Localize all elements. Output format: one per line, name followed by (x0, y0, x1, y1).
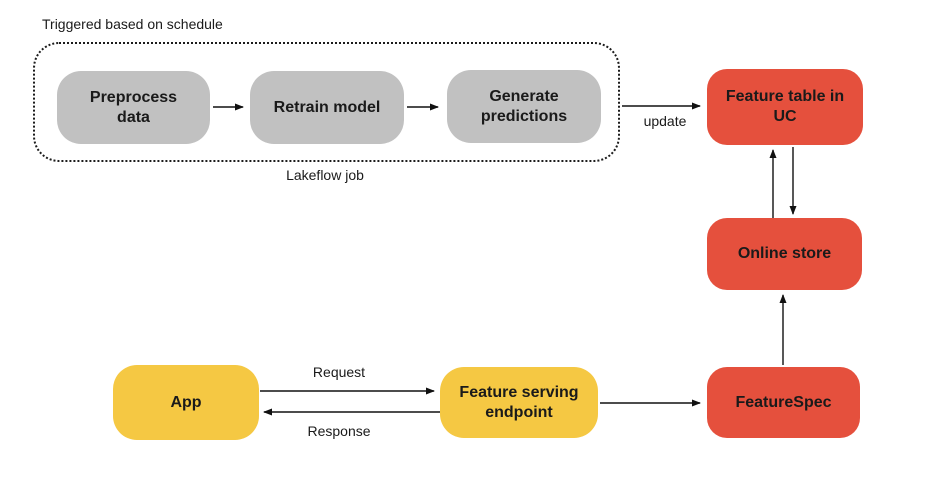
node-feature-serving-endpoint: Feature serving endpoint (440, 367, 598, 438)
node-app: App (113, 365, 259, 440)
edge-label-response: Response (307, 423, 371, 439)
node-generate-predictions-label: Generate predictions (480, 87, 568, 125)
node-preprocess-data-label: Preprocess data (89, 88, 178, 126)
node-feature-table-in-uc-label: Feature table in UC (725, 88, 845, 125)
node-preprocess-data: Preprocess data (57, 71, 210, 144)
edge-label-update: update (643, 113, 687, 129)
node-feature-spec: FeatureSpec (707, 367, 860, 438)
lakeflow-job-label: Lakeflow job (286, 167, 364, 183)
edge-label-request: Request (312, 364, 366, 380)
node-feature-spec-label: FeatureSpec (735, 393, 832, 411)
node-generate-predictions: Generate predictions (447, 70, 601, 143)
node-feature-table-in-uc: Feature table in UC (707, 69, 863, 145)
node-retrain-model: Retrain model (250, 71, 404, 144)
node-feature-serving-endpoint-label: Feature serving endpoint (459, 383, 579, 421)
node-online-store-label: Online store (737, 245, 832, 263)
lakeflow-job-group-border (33, 42, 620, 162)
node-app-label: App (170, 393, 202, 411)
node-retrain-model-label: Retrain model (273, 98, 381, 116)
node-online-store: Online store (707, 218, 862, 290)
trigger-schedule-label: Triggered based on schedule (42, 16, 223, 32)
